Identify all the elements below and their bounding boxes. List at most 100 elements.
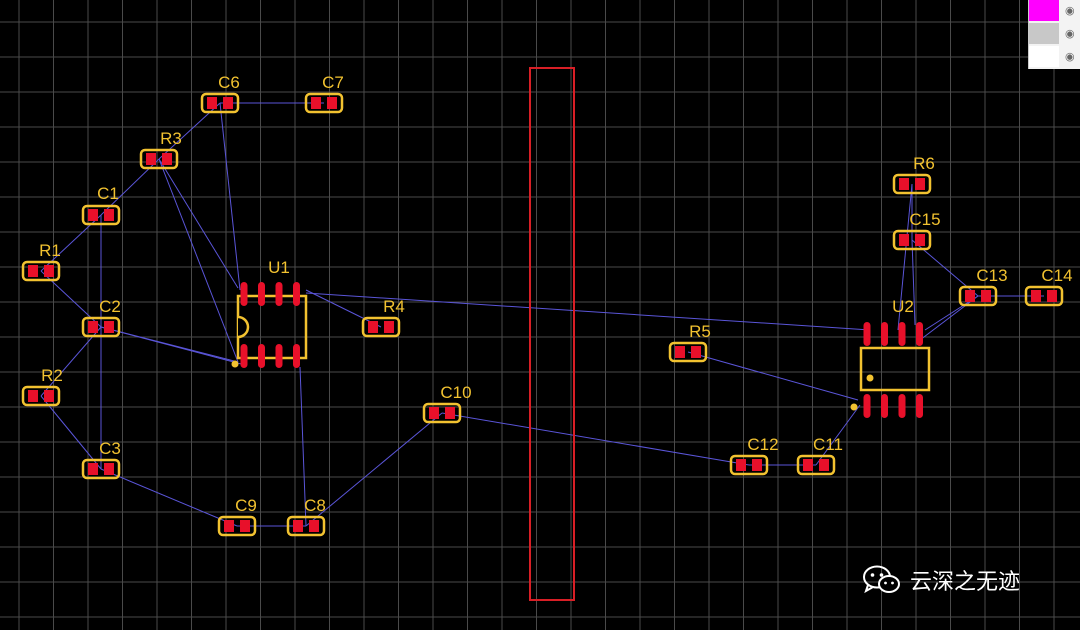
watermark: 云深之无迹	[862, 560, 1020, 600]
pad[interactable]	[104, 321, 114, 333]
pad[interactable]	[1047, 290, 1057, 302]
layer-row[interactable]: ◉	[1029, 23, 1080, 46]
component-c10[interactable]: C10	[422, 383, 472, 424]
component-r3[interactable]: R3	[139, 129, 182, 170]
pad[interactable]	[240, 520, 250, 532]
pad[interactable]	[258, 282, 265, 306]
pad[interactable]	[898, 394, 906, 418]
component-c14[interactable]: C14	[1024, 266, 1073, 307]
pad[interactable]	[819, 459, 829, 471]
pad[interactable]	[146, 153, 156, 165]
pad[interactable]	[104, 463, 114, 475]
ref-designator: C3	[99, 439, 121, 458]
pad[interactable]	[445, 407, 455, 419]
pad[interactable]	[88, 463, 98, 475]
pad[interactable]	[28, 265, 38, 277]
pad[interactable]	[752, 459, 762, 471]
pad[interactable]	[368, 321, 378, 333]
pad[interactable]	[965, 290, 975, 302]
silkscreen-outline	[892, 173, 932, 195]
ratsnest-line	[305, 412, 443, 527]
eye-icon[interactable]: ◉	[1065, 27, 1075, 40]
pad[interactable]	[88, 209, 98, 221]
component-c7[interactable]: C7	[304, 73, 344, 114]
pad[interactable]	[915, 178, 925, 190]
pad[interactable]	[311, 97, 321, 109]
component-c6[interactable]: C6	[200, 73, 240, 114]
silkscreen-outline	[1024, 285, 1064, 307]
pad[interactable]	[429, 407, 439, 419]
pad[interactable]	[916, 394, 923, 418]
pad[interactable]	[675, 346, 685, 358]
pad[interactable]	[384, 321, 394, 333]
pad[interactable]	[275, 344, 283, 368]
pad[interactable]	[240, 344, 248, 368]
pad[interactable]	[1031, 290, 1041, 302]
pad[interactable]	[207, 97, 217, 109]
ref-designator: C15	[909, 210, 940, 229]
pad[interactable]	[881, 394, 888, 418]
ref-designator: R4	[383, 297, 405, 316]
component-c12[interactable]: C12	[729, 435, 779, 476]
pad[interactable]	[309, 520, 319, 532]
ref-designator: R3	[160, 129, 182, 148]
component-c9[interactable]: C9	[217, 496, 257, 537]
pad[interactable]	[881, 322, 888, 346]
layer-row[interactable]: ◉	[1029, 0, 1080, 23]
component-u1[interactable]: U1	[231, 258, 308, 368]
pad[interactable]	[691, 346, 701, 358]
ref-designator: C12	[747, 435, 778, 454]
component-r2[interactable]: R2	[21, 366, 63, 407]
component-c11[interactable]: C11	[796, 435, 843, 476]
pad[interactable]	[88, 321, 98, 333]
pad[interactable]	[104, 209, 114, 221]
eye-icon[interactable]: ◉	[1065, 4, 1075, 17]
component-r4[interactable]: R4	[361, 297, 405, 338]
pad[interactable]	[275, 282, 283, 306]
layer-row[interactable]: ◉	[1029, 46, 1080, 69]
silkscreen-outline	[217, 515, 257, 537]
keepout-region[interactable]	[529, 67, 575, 601]
pad[interactable]	[803, 459, 813, 471]
pad[interactable]	[224, 520, 234, 532]
component-c3[interactable]: C3	[81, 439, 121, 480]
pad[interactable]	[899, 178, 909, 190]
silkscreen-outline	[892, 229, 932, 251]
component-c15[interactable]: C15	[892, 210, 941, 251]
component-c1[interactable]: C1	[81, 184, 121, 226]
component-r1[interactable]: R1	[21, 241, 61, 282]
pad[interactable]	[293, 344, 300, 368]
ref-designator: C9	[235, 496, 257, 515]
pad[interactable]	[162, 153, 172, 165]
pad[interactable]	[916, 322, 923, 346]
component-c2[interactable]: C2	[81, 297, 121, 338]
pad[interactable]	[258, 344, 265, 368]
component-r6[interactable]: R6	[892, 154, 935, 195]
pad[interactable]	[981, 290, 991, 302]
pad[interactable]	[915, 234, 925, 246]
silkscreen-outline	[668, 341, 708, 363]
ratsnest-line	[40, 395, 102, 470]
component-c8[interactable]: C8	[286, 496, 326, 537]
pad[interactable]	[293, 520, 303, 532]
pad[interactable]	[899, 234, 909, 246]
pad[interactable]	[863, 322, 871, 346]
pad[interactable]	[293, 282, 300, 306]
silkscreen-outline	[21, 385, 61, 407]
component-c13[interactable]: C13	[958, 266, 1008, 307]
pad[interactable]	[28, 390, 38, 402]
pad[interactable]	[327, 97, 337, 109]
component-r5[interactable]: R5	[668, 322, 711, 363]
pad[interactable]	[44, 390, 54, 402]
pad[interactable]	[240, 282, 248, 306]
pad[interactable]	[736, 459, 746, 471]
pad[interactable]	[223, 97, 233, 109]
ratsnest-line	[299, 366, 307, 527]
pad[interactable]	[863, 394, 871, 418]
eye-icon[interactable]: ◉	[1065, 50, 1075, 63]
pad[interactable]	[898, 322, 906, 346]
component-u2[interactable]: U2	[850, 297, 931, 418]
pad[interactable]	[44, 265, 54, 277]
silkscreen-outline	[139, 148, 179, 170]
